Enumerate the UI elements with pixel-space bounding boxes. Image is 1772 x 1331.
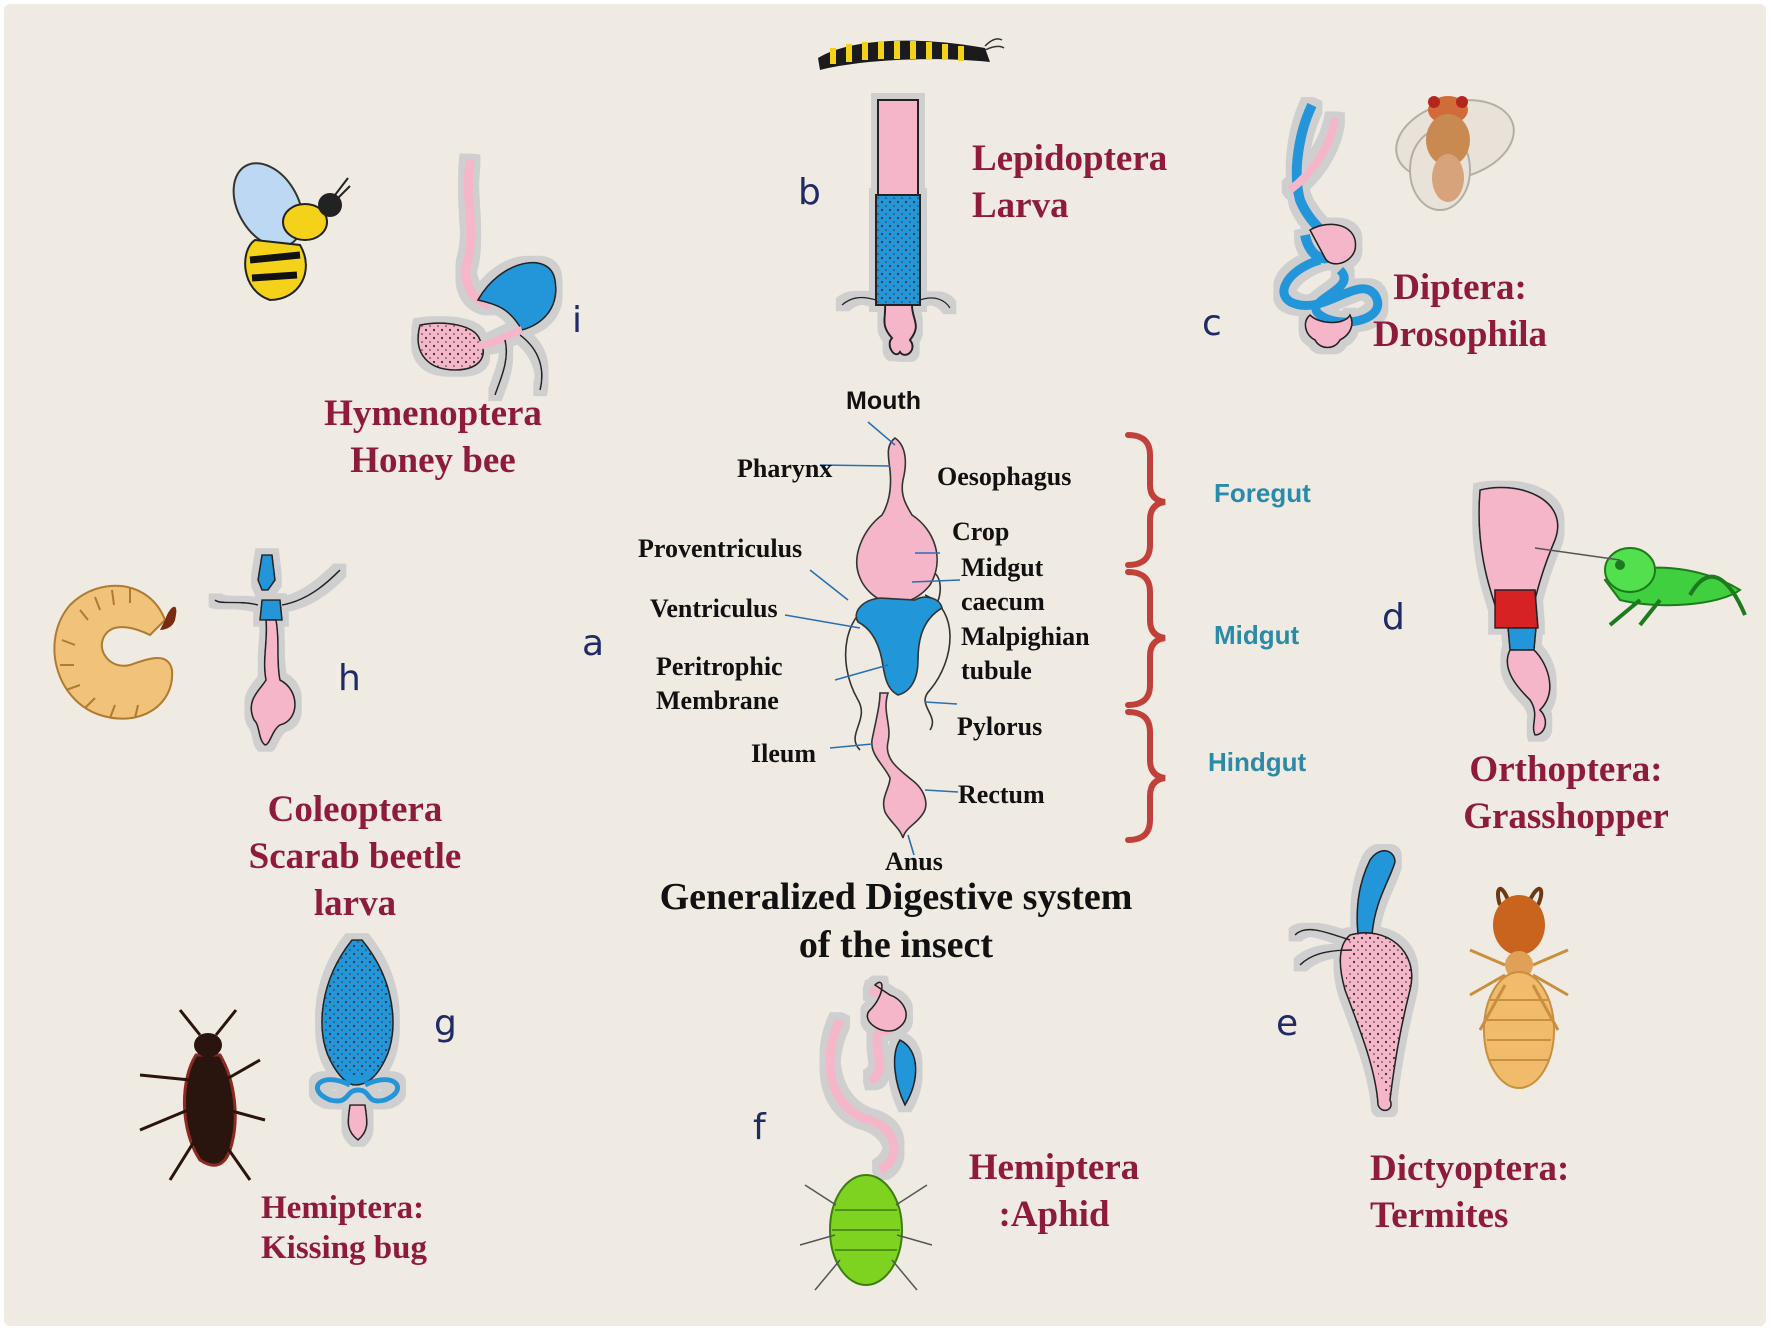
fruit-fly-icon [1395, 96, 1515, 211]
panel-letter-a: a [582, 623, 605, 664]
kissing-bug-gut-diagram [315, 939, 400, 1142]
caterpillar-icon [818, 38, 1005, 70]
panel-letter-f: f [753, 1107, 766, 1148]
region-midgut: Midgut [1214, 620, 1300, 650]
label-e: Dictyoptera: Termites [1370, 1148, 1570, 1236]
part-mouth: Mouth [846, 387, 921, 415]
part-peritrophic-membrane: Peritrophic Membrane [656, 652, 783, 715]
panel-letter-h: h [338, 658, 361, 699]
part-midgut-caecum: Midgut caecum [961, 553, 1045, 616]
termite-gut-diagram [1294, 850, 1413, 1112]
part-anus: Anus [885, 847, 943, 876]
part-proventriculus: Proventriculus [638, 534, 803, 563]
part-malpighian-tubule: Malpighian tubule [961, 622, 1090, 685]
grasshopper-icon [1534, 547, 1747, 627]
panel-letter-d: d [1382, 597, 1405, 638]
bee-icon [232, 162, 351, 302]
generalized-gut-diagram [784, 421, 961, 856]
label-b: Lepidoptera Larva [972, 138, 1168, 226]
grub-icon [53, 584, 177, 720]
part-pylorus: Pylorus [957, 712, 1043, 741]
panel-letter-c: c [1202, 303, 1222, 344]
label-i: Hymenoptera Honey bee [324, 393, 542, 481]
label-h: Coleoptera Scarab beetle larva [248, 789, 462, 924]
part-rectum: Rectum [958, 780, 1045, 809]
region-foregut: Foregut [1214, 478, 1311, 508]
kissing-bug-icon [139, 1009, 266, 1181]
panel-letter-g: g [434, 1003, 457, 1044]
part-oesophagus: Oesophagus [937, 462, 1072, 491]
part-pharynx: Pharynx [737, 454, 833, 483]
region-hindgut: Hindgut [1208, 747, 1307, 777]
orthoptera-gut-diagram [1478, 486, 1559, 736]
label-c: Diptera: Drosophila [1372, 267, 1548, 355]
panel-letter-e: e [1276, 1003, 1299, 1044]
diagram-title: Generalized Digestive system of the inse… [659, 876, 1133, 966]
part-crop: Crop [952, 517, 1010, 546]
part-ileum: Ileum [751, 739, 816, 768]
diptera-gut-diagram [1279, 102, 1383, 349]
panel-letter-b: b [798, 172, 821, 213]
label-d: Orthoptera: Grasshopper [1463, 749, 1669, 837]
part-ventriculus: Ventriculus [650, 594, 778, 623]
scarab-larva-gut-diagram [214, 554, 341, 746]
aphid-gut-diagram [825, 981, 917, 1175]
honey-bee-gut-diagram [417, 159, 557, 396]
region-brackets [1125, 432, 1166, 843]
label-g: Hemiptera: Kissing bug [261, 1190, 427, 1266]
label-f: Hemiptera :Aphid [968, 1147, 1140, 1235]
panel-letter-i: i [572, 300, 583, 341]
lepidoptera-gut-diagram [841, 99, 951, 356]
aphid-icon [799, 1174, 933, 1291]
termite-icon [1469, 886, 1569, 1089]
